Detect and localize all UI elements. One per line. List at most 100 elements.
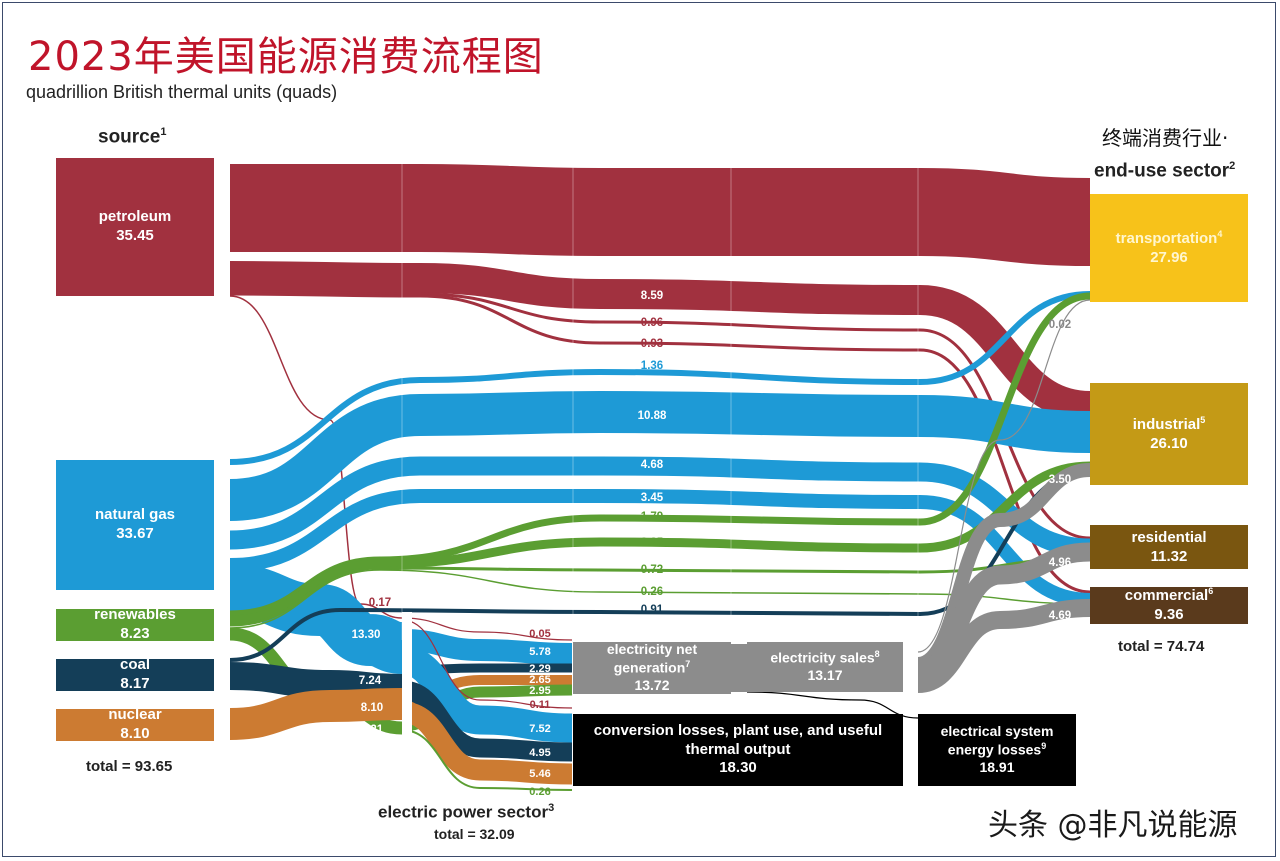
electric-power-sector-total: total = 32.09 — [434, 826, 515, 842]
electric-input-value: 2.65 — [529, 674, 550, 686]
value-electricity-transportation: 0.02 — [1049, 319, 1071, 331]
electricity-sales-box: electricity sales8 13.17 — [747, 642, 903, 692]
sector-commercial-box: commercial6 9.36 — [1090, 586, 1248, 624]
source-nuclear-box: nuclear 8.10 — [56, 706, 214, 742]
flow-gas-transportation — [229, 291, 1091, 465]
flow-petroleum-commercial — [229, 292, 1091, 594]
sector-transportation-box: transportation4 27.96 — [1090, 194, 1248, 302]
source-nuclear-value: 8.10 — [120, 725, 150, 742]
source-petroleum-box: petroleum 35.45 — [56, 158, 214, 296]
value-gas-electric: 13.30 — [352, 629, 381, 641]
flow-elec-nuc-loss — [400, 701, 573, 785]
flow-elec-transportation — [917, 299, 1091, 653]
flow-gas-electric — [229, 564, 404, 674]
value-renewables-industrial: 2.25 — [641, 537, 664, 549]
conversion-losses-value: 18.30 — [719, 759, 757, 777]
electric-input-value: 0.05 — [529, 628, 550, 640]
watermark: 头条 @非凡说能源 — [988, 808, 1238, 843]
flow-elec-ren-loss — [401, 729, 573, 791]
electricity-net-generation-box: electricity net generation7 13.72 — [573, 641, 731, 694]
system-losses-box: electrical system energy losses9 18.91 — [918, 714, 1076, 786]
electric-input-value: 4.95 — [529, 747, 550, 759]
value-coal-industrial: 0.91 — [641, 604, 664, 616]
source-renewables-box: renewables 8.23 — [56, 606, 214, 642]
sector-transportation-label: transportation4 — [1115, 228, 1223, 247]
electric-power-sector-label: electric power sector3 — [378, 802, 555, 822]
sector-industrial-value: 26.10 — [1150, 434, 1188, 452]
flow-gas-residential — [229, 456, 1091, 558]
value-renewables-transportation: 1.79 — [641, 511, 663, 523]
sector-commercial-label: commercial6 — [1124, 586, 1214, 605]
source-nuclear-label: nuclear — [108, 706, 162, 724]
enduse-header: end-use sector2 — [1094, 160, 1236, 182]
value-petroleum-commercial: 0.93 — [641, 338, 663, 350]
value-renewables-electric: 3.21 — [361, 724, 384, 736]
source-petroleum-label: petroleum — [98, 208, 172, 226]
sector-commercial-value: 9.36 — [1154, 606, 1184, 623]
flow-petroleum-industrial — [229, 261, 1091, 421]
flow-elec-commercial — [917, 599, 1091, 693]
flow-coal-electric — [229, 662, 403, 702]
conversion-losses-label: conversion losses, plant use, and useful… — [593, 721, 883, 758]
value-electricity-commercial: 4.69 — [1049, 610, 1071, 622]
source-renewables-label: renewables — [94, 606, 176, 624]
flow-elec-coal-loss — [400, 680, 573, 762]
source-petroleum-value: 35.45 — [116, 227, 154, 244]
source-natural-gas-box: natural gas 33.67 — [56, 460, 214, 590]
value-gas-residential: 4.68 — [641, 459, 664, 471]
electric-input-value: 7.52 — [529, 723, 550, 735]
flow-elec-residential — [916, 542, 1091, 682]
flow-petroleum-transportation — [229, 163, 1091, 266]
flow-elec-gas-gen — [401, 629, 573, 665]
value-electricity-residential: 4.96 — [1049, 557, 1071, 569]
source-coal-label: coal — [119, 656, 150, 674]
value-petroleum-industrial: 8.59 — [641, 290, 663, 302]
value-renewables-residential: 0.72 — [641, 564, 663, 576]
conversion-losses-box: conversion losses, plant use, and useful… — [573, 714, 903, 786]
electric-power-node — [402, 612, 412, 736]
value-petroleum-residential: 0.96 — [641, 317, 663, 329]
flow-elec-pet-loss — [401, 619, 573, 709]
electric-input-value: 0.11 — [530, 699, 551, 711]
value-nuclear-electric: 8.10 — [361, 702, 383, 714]
source-renewables-value: 8.23 — [120, 625, 150, 642]
flow-nuclear-electric — [229, 688, 403, 740]
electric-input-value: 5.78 — [529, 646, 550, 658]
enduse-header-cn: 终端消费行业· — [1102, 126, 1229, 150]
value-petroleum-electric: 0.17 — [369, 597, 391, 609]
flow-elec-gas-loss — [400, 645, 573, 743]
source-natural-gas-value: 33.67 — [116, 525, 154, 542]
flow-elec-sales-losses — [746, 691, 919, 719]
sector-residential-label: residential — [1131, 528, 1207, 546]
sector-transportation-value: 27.96 — [1150, 248, 1188, 266]
value-electricity-industrial: 3.50 — [1049, 474, 1071, 486]
electric-input-value: 5.46 — [529, 768, 550, 780]
sector-residential-box: residential 11.32 — [1090, 525, 1248, 569]
flow-gas-industrial — [229, 390, 1091, 521]
electricity-net-generation-value: 13.72 — [634, 677, 670, 694]
source-coal-value: 8.17 — [120, 675, 150, 692]
electric-input-value: 2.29 — [529, 663, 550, 675]
value-coal-electric: 7.24 — [359, 675, 382, 687]
value-gas-industrial: 10.88 — [638, 410, 667, 422]
electric-input-value: 2.95 — [529, 685, 550, 697]
source-total: total = 93.65 — [86, 758, 173, 775]
system-losses-value: 18.91 — [979, 759, 1015, 776]
chart-title: 2023年美国能源消费流程图 — [28, 34, 544, 80]
sector-industrial-label: industrial5 — [1132, 414, 1206, 433]
value-gas-transportation: 1.36 — [641, 360, 663, 372]
units-caption: quadrillion British thermal units (quads… — [26, 82, 338, 102]
source-header: source1 — [98, 126, 167, 148]
sector-residential-value: 11.32 — [1150, 547, 1188, 565]
source-coal-box: coal 8.17 — [56, 656, 214, 692]
electricity-sales-value: 13.17 — [807, 667, 843, 684]
value-renewables-commercial: 0.26 — [641, 586, 663, 598]
sector-industrial-box: industrial5 26.10 — [1090, 383, 1248, 485]
electric-input-value: 0.26 — [529, 786, 550, 798]
value-gas-commercial: 3.45 — [641, 492, 664, 504]
flow-elec-pet-gen — [401, 617, 573, 641]
electricity-net-generation-label: electricity net generation7 — [606, 641, 698, 676]
source-natural-gas-label: natural gas — [94, 506, 176, 524]
